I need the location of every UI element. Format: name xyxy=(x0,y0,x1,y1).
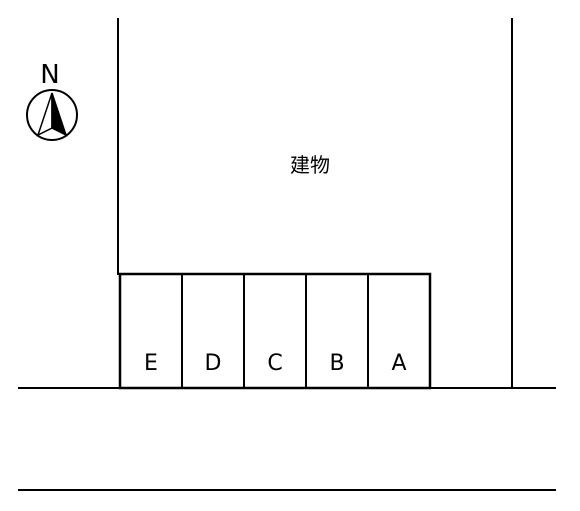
north-arrow-icon xyxy=(26,89,78,141)
building-label: 建物 xyxy=(290,153,330,177)
parking-space-b: B xyxy=(329,351,344,376)
north-label: N xyxy=(40,60,59,90)
parking-area: E D C B A xyxy=(118,272,432,390)
parking-space-d: D xyxy=(205,351,222,376)
parking-space-c: C xyxy=(267,351,282,376)
parking-space-e: E xyxy=(144,351,158,376)
north-compass: N xyxy=(26,60,78,141)
parking-space-a: A xyxy=(391,351,406,376)
